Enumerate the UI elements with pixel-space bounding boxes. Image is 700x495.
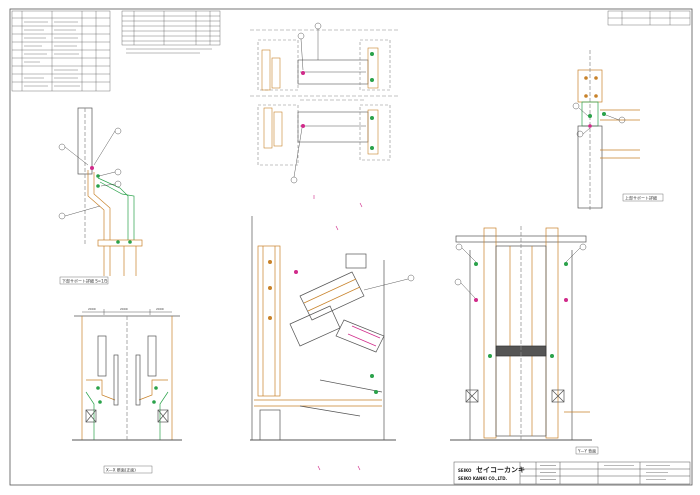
- rear-view-label: Y—Y 背面: [577, 448, 596, 454]
- title-block-fill: [540, 465, 670, 480]
- parts-list-table-left: [11, 10, 111, 92]
- plan-view-upper: [250, 29, 400, 101]
- title-block: [453, 461, 691, 485]
- upper-support-detail-label-box: [622, 193, 664, 202]
- plan-view-lower-marks: [301, 116, 374, 150]
- front-view-dimension-line: [82, 309, 172, 315]
- plan-view-lower: [257, 104, 391, 166]
- upper-support-detail-label: 上部サポート詳細: [625, 195, 657, 201]
- rear-view-leaders: [454, 243, 587, 299]
- lower-support-detail-marks: [90, 166, 132, 244]
- upper-support-detail-marks: [584, 76, 606, 128]
- rear-view-label-box: [575, 446, 599, 455]
- section-view: [250, 216, 396, 441]
- company-name-en: SEIKO KANKI CO.,LTD.: [458, 476, 508, 481]
- front-view-dim-left: 2000: [88, 307, 96, 311]
- revision-table: [607, 10, 691, 26]
- upper-support-detail: [577, 50, 640, 210]
- rear-view: [450, 226, 592, 441]
- section-view-marks: [268, 260, 378, 394]
- company-logo: SEIKO: [458, 468, 472, 473]
- plan-view-lower-leaders: [290, 127, 303, 184]
- lower-support-detail-label: 下部サポート詳細 S=1/5: [62, 278, 108, 284]
- front-view-marks: [96, 386, 158, 404]
- notes-block: [126, 48, 212, 54]
- lower-support-detail-label-box: [59, 276, 109, 285]
- company-name-jp: セイコーカンキ: [476, 466, 525, 474]
- front-view-dim-center: 2000: [120, 307, 128, 311]
- lower-support-detail: [77, 107, 143, 276]
- front-view-label-box: [103, 465, 153, 474]
- front-view-label: X—X 断面(正面): [106, 467, 136, 473]
- sheet-border: [9, 8, 693, 486]
- parts-list-table-left-fill: [24, 21, 80, 87]
- section-view-leaders: [363, 274, 415, 291]
- plan-view-upper-marks: [301, 52, 374, 82]
- parts-list-table-center: [121, 10, 221, 46]
- section-markers: [313, 195, 363, 471]
- upper-support-detail-leaders: [572, 102, 626, 138]
- front-view-dim-right: 2000: [156, 307, 164, 311]
- plan-view-upper-leaders: [297, 22, 322, 71]
- rear-view-marks: [474, 262, 568, 358]
- lower-support-detail-leaders: [58, 127, 122, 220]
- front-view: [72, 315, 182, 441]
